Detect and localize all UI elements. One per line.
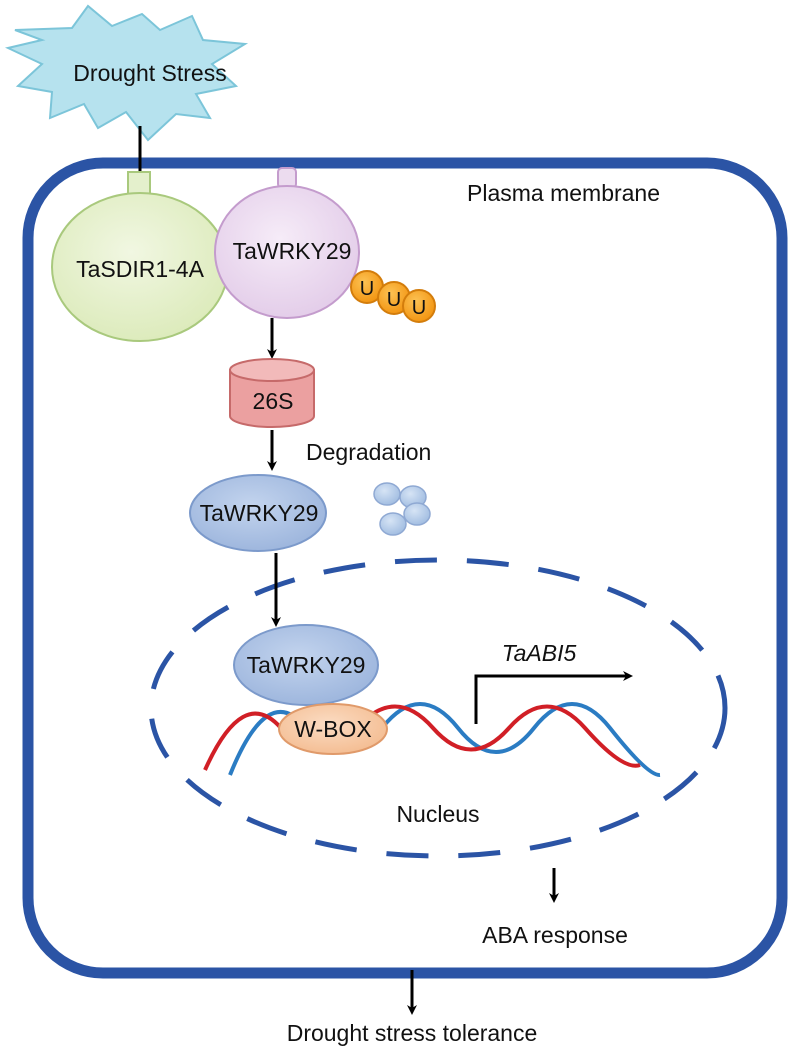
aba-response-label: ABA response (482, 922, 628, 948)
plasma-membrane (22, 157, 788, 979)
ubiquitin-chain: U U U (350, 270, 436, 323)
ubiquitin-3 (402, 289, 436, 323)
proteasome-26s (229, 358, 315, 428)
drought-stress-star (4, 4, 249, 142)
ubiquitin-1-label: U (360, 278, 374, 300)
tss-arrow (474, 671, 633, 724)
wrky-nucleus-label: TaWRKY29 (247, 652, 366, 678)
nucleus-envelope (148, 557, 728, 859)
ubiquitin-2-label: U (387, 289, 401, 311)
wrky-membrane-protein (214, 185, 360, 319)
degradation-fragments (373, 482, 431, 536)
wrky-nucleus-protein (233, 624, 379, 706)
plasma-membrane-label: Plasma membrane (467, 180, 660, 206)
gene-label: TaABI5 (502, 640, 577, 666)
wbox-label: W-BOX (294, 716, 372, 742)
proteasome-label: 26S (253, 388, 294, 414)
dna-helix (203, 702, 661, 777)
tolerance-label: Drought stress tolerance (287, 1020, 538, 1046)
wrky-cytoplasm-protein (189, 474, 327, 552)
drought-stress-label: Drought Stress (73, 60, 226, 86)
degradation-label: Degradation (306, 439, 431, 465)
wrky-membrane-label: TaWRKY29 (233, 238, 352, 264)
nucleus-label: Nucleus (396, 801, 479, 827)
wrky-cytoplasm-label: TaWRKY29 (200, 500, 319, 526)
sdir-label: TaSDIR1-4A (76, 256, 204, 282)
dna-strand-red (203, 704, 641, 771)
wbox-element (278, 703, 388, 755)
ubiquitin-3-label: U (412, 297, 426, 319)
